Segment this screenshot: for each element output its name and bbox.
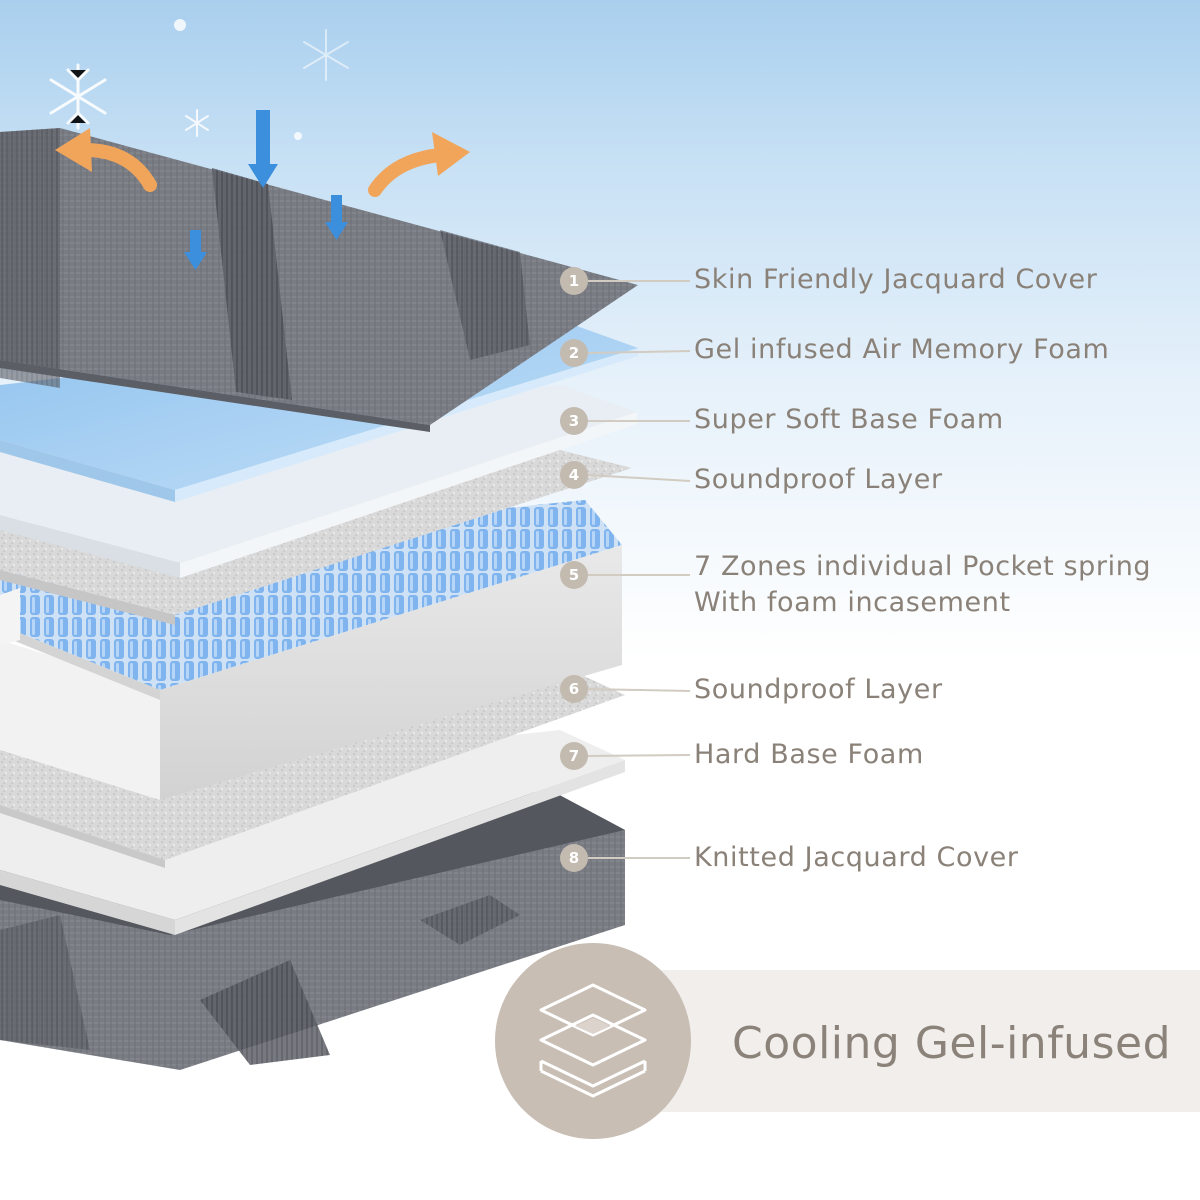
feature-emblem: [495, 943, 691, 1139]
svg-text:1: 1: [569, 272, 579, 290]
svg-text:6: 6: [569, 680, 579, 698]
layer-label-5-line2: With foam incasement: [694, 585, 1151, 621]
svg-text:8: 8: [569, 849, 579, 867]
layer-badge-6: 6: [560, 675, 588, 703]
layer-badge-7: 7: [560, 742, 588, 770]
layer-label-7: Hard Base Foam: [694, 737, 924, 773]
snowflake-icon: [186, 110, 208, 136]
layer-label-5-line1: 7 Zones individual Pocket spring: [694, 551, 1151, 582]
layer-badge-1: 1: [560, 267, 588, 295]
svg-text:3: 3: [569, 412, 579, 430]
layer-label-1: Skin Friendly Jacquard Cover: [694, 262, 1097, 298]
snowflake-icon: [174, 19, 302, 140]
layer-label-6: Soundproof Layer: [694, 672, 943, 708]
curved-arrow-icon: [375, 132, 470, 190]
layer-label-2: Gel infused Air Memory Foam: [694, 332, 1109, 368]
layer-badge-5: 5: [560, 561, 588, 589]
layer-label-8: Knitted Jacquard Cover: [694, 840, 1019, 876]
layer-badge-3: 3: [560, 407, 588, 435]
layer-badge-4: 4: [560, 461, 588, 489]
snowflake-icon: [304, 30, 348, 80]
layer-label-5: 7 Zones individual Pocket spring With fo…: [694, 549, 1151, 621]
svg-text:2: 2: [569, 344, 579, 362]
snowflake-icon: [51, 65, 105, 128]
layer-label-4: Soundproof Layer: [694, 462, 943, 498]
svg-text:4: 4: [569, 466, 579, 484]
arrow-down-icon: [248, 110, 278, 188]
stacked-layers-icon: [495, 943, 691, 1139]
layer-label-3: Super Soft Base Foam: [694, 402, 1004, 438]
svg-text:5: 5: [569, 566, 579, 584]
layer-badge-2: 2: [560, 339, 588, 367]
svg-text:7: 7: [569, 747, 579, 765]
banner-title: Cooling Gel-infused: [732, 1018, 1171, 1069]
layer-badge-8: 8: [560, 844, 588, 872]
